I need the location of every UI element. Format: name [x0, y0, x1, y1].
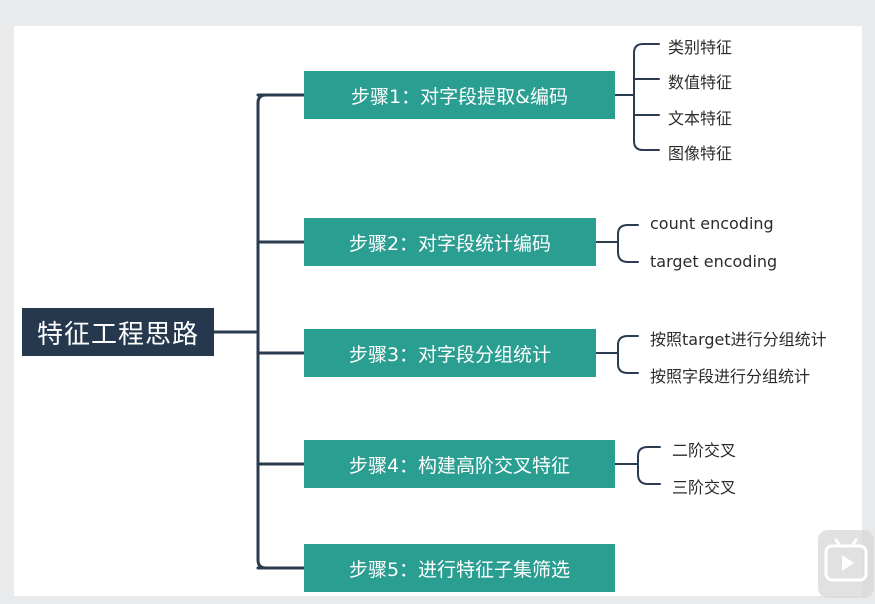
leaf-step2-1: count encoding [650, 214, 774, 233]
leaf-step1-2: 数值特征 [668, 73, 733, 92]
step3-node: 步骤3：对字段分组统计 [304, 329, 596, 377]
play-button[interactable] [818, 530, 874, 598]
leaf-step1-1: 类别特征 [668, 38, 733, 57]
step1-node: 步骤1：对字段提取&编码 [304, 71, 615, 119]
step2-node: 步骤2：对字段统计编码 [304, 218, 596, 266]
leaf-step1-4: 图像特征 [668, 144, 733, 163]
trunk-line [256, 93, 277, 570]
step5-node: 步骤5：进行特征子集筛选 [304, 544, 615, 592]
leaf-step3-1: 按照target进行分组统计 [650, 330, 827, 349]
play-icon [824, 538, 868, 582]
leaf-step4-2: 三阶交叉 [672, 478, 737, 497]
root-node: 特征工程思路 [22, 308, 214, 356]
leaf-step4-1: 二阶交叉 [672, 441, 737, 460]
leaf-step2-2: target encoding [650, 252, 778, 271]
step4-node: 步骤4：构建高阶交叉特征 [304, 440, 615, 488]
leaf-step3-2: 按照字段进行分组统计 [650, 367, 811, 386]
leaf-step1-3: 文本特征 [668, 109, 733, 128]
